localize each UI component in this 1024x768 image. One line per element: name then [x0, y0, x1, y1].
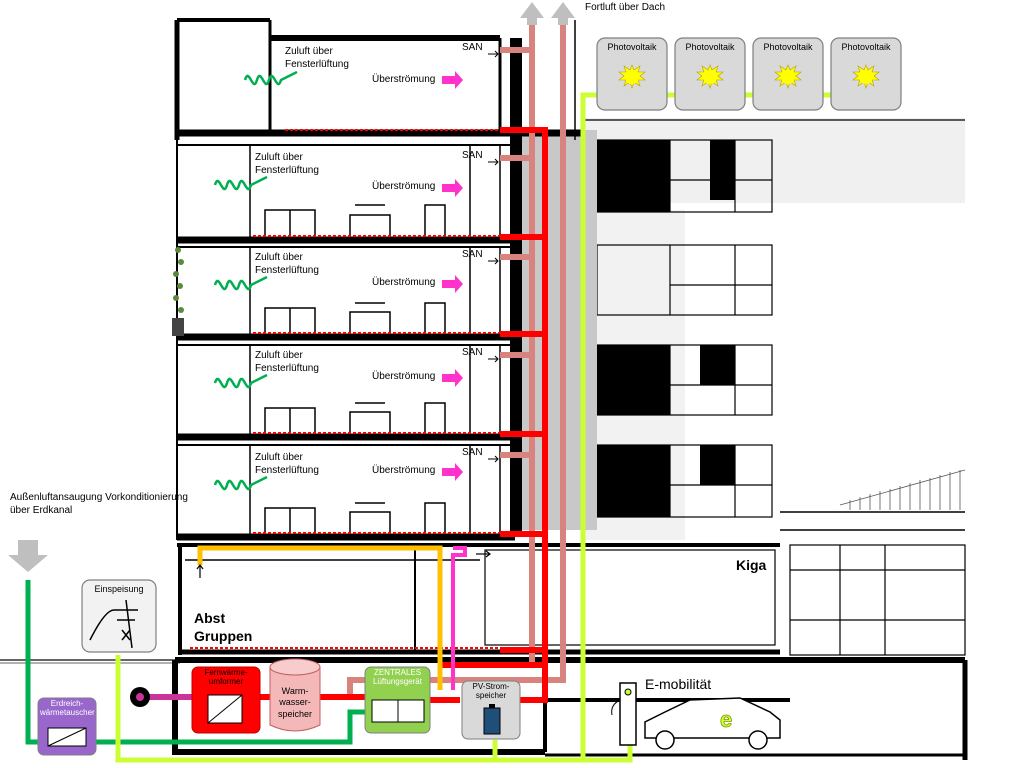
erdreich-label: Erdreich-wärmetauscher: [40, 699, 95, 717]
flow-arrows: [196, 550, 491, 578]
gruppen-label: Gruppen: [194, 628, 253, 644]
san-label: SAN: [462, 447, 483, 458]
zuluft-label: Zuluft über Fensterlüftung: [255, 152, 319, 176]
aussenluft-arrow-icon: [8, 540, 48, 572]
ueberstroemung-label: Überströmung: [372, 74, 436, 85]
zuluft-wave-icons: [213, 70, 298, 491]
kiga-label: Kiga: [736, 557, 767, 573]
pv-panel-label: Photovoltaik: [685, 42, 735, 52]
ueberstroemung-arrow-icons: [442, 71, 463, 481]
overflow-duct: [451, 546, 467, 690]
lueftung-box: [364, 666, 431, 734]
san-label: SAN: [462, 150, 483, 161]
san-label: SAN: [462, 42, 483, 53]
neighbour-building: [484, 118, 966, 656]
ueberstroemung-label: Überströmung: [372, 277, 436, 288]
pv-panel-label: Photovoltaik: [763, 42, 813, 52]
photovoltaik-panels: [596, 37, 902, 111]
charging-station-icon: [611, 682, 637, 746]
san-label: SAN: [462, 347, 483, 358]
pv-speicher-label: PV-Strom-speicher: [472, 682, 510, 700]
emobilitaet-label: E-mobilität: [645, 676, 712, 692]
floor-heating: [190, 129, 500, 649]
ueberstroemung-label: Überströmung: [372, 181, 436, 192]
warmwasser-tank: [269, 658, 321, 732]
pv-panel: [674, 37, 746, 111]
pv-panel-label: Photovoltaik: [607, 42, 657, 52]
lueftung-label: ZENTRALES Lüftungsgerät: [373, 668, 422, 686]
zuluft-label: Zuluft über Fensterlüftung: [285, 46, 349, 70]
outdoor-air-duct: [25, 580, 365, 745]
furniture: [264, 204, 446, 532]
pv-panel: [752, 37, 824, 111]
abst-label: Abst: [194, 610, 226, 626]
pv-speicher-box: [461, 680, 521, 740]
zuluft-label: Zuluft über Fensterlüftung: [255, 350, 319, 374]
power-pylon-icon: [89, 599, 138, 649]
einspeisung-label: Einspeisung: [94, 584, 144, 594]
fortluft-arrows: [520, 2, 575, 25]
san-arrow-icons: [488, 50, 499, 463]
fernwaerme-label: Fernwärme-umformer: [204, 668, 248, 686]
aussenluft-label: Außenluftansaugung Vorkonditionierung üb…: [10, 492, 188, 516]
ueberstroemung-label: Überströmung: [372, 371, 436, 382]
supply-risers: [230, 127, 548, 703]
pv-panel: [596, 37, 668, 111]
pv-panel: [830, 37, 902, 111]
fortluft-label: Fortluft über Dach: [585, 2, 666, 13]
heating-loop: [197, 545, 443, 690]
einspeisung-box: [81, 579, 157, 653]
zuluft-label: Zuluft über Fensterlüftung: [255, 252, 319, 276]
san-label: SAN: [462, 249, 483, 260]
warmwasser-label: Warm-wasser-speicher: [277, 686, 313, 719]
svg-text:e: e: [720, 707, 732, 732]
exhaust-risers: [347, 25, 566, 695]
electric-car-icon: e: [644, 697, 781, 750]
pv-panel-label: Photovoltaik: [841, 42, 891, 52]
ueberstroemung-label: Überströmung: [372, 465, 436, 476]
plant-icon: [172, 247, 184, 336]
fernwaerme-box: [191, 666, 261, 734]
erdreich-box: [37, 697, 97, 756]
zuluft-label: Zuluft über Fensterlüftung: [255, 452, 319, 476]
